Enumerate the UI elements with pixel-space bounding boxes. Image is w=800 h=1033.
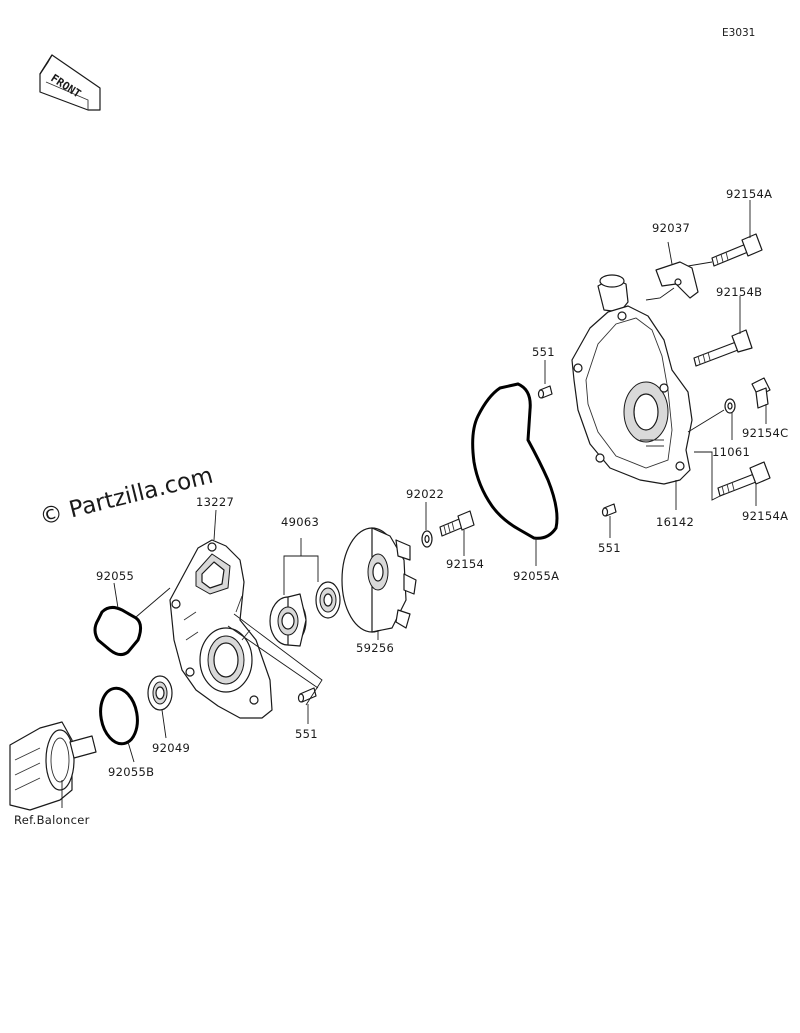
- label-551-lower: 551: [295, 727, 318, 741]
- label-92055: 92055: [96, 569, 134, 583]
- bolt-92154C: [751, 377, 771, 409]
- label-92154B: 92154B: [716, 285, 762, 299]
- label-92154C: 92154C: [742, 426, 788, 440]
- label-92049: 92049: [152, 741, 190, 755]
- label-49063: 49063: [281, 515, 319, 529]
- impeller-59256: [341, 527, 417, 633]
- label-13227: 13227: [196, 495, 234, 509]
- washer-11061: [724, 398, 736, 414]
- label-92154A-bottom: 92154A: [742, 509, 788, 523]
- label-59256: 59256: [356, 641, 394, 655]
- dowel-pin-551-right: [601, 503, 617, 517]
- label-11061: 11061: [712, 445, 750, 459]
- bolt-92154B: [693, 329, 753, 367]
- bolt-92154: [439, 510, 475, 537]
- label-92022: 92022: [406, 487, 444, 501]
- clamp-92037: [655, 261, 699, 299]
- label-92037: 92037: [652, 221, 690, 235]
- dowel-pin-551-lower: [297, 687, 317, 703]
- front-arrow-icon: FRONT: [39, 54, 101, 111]
- label-92055B: 92055B: [108, 765, 154, 779]
- washer-92022: [421, 530, 433, 548]
- reference-label: Ref.Baloncer: [14, 813, 90, 827]
- mechanical-seal-49063: [269, 581, 341, 647]
- bolt-92154A-bottom: [717, 461, 771, 497]
- o-ring-92055: [93, 605, 143, 657]
- label-551-upper: 551: [532, 345, 555, 359]
- label-92154: 92154: [446, 557, 484, 571]
- pump-cover-16142: [571, 274, 693, 485]
- gasket-92055A: [471, 382, 559, 540]
- label-16142: 16142: [656, 515, 694, 529]
- oil-seal-92049: [147, 675, 173, 711]
- label-92055A: 92055A: [513, 569, 559, 583]
- pump-housing-13227: [169, 539, 273, 719]
- bolt-92154A-top: [711, 233, 763, 267]
- label-92154A-top: 92154A: [726, 187, 772, 201]
- partzilla-watermark: © Partzilla.com: [37, 463, 216, 531]
- dowel-pin-551-upper: [537, 385, 553, 399]
- o-ring-92055B: [99, 686, 139, 746]
- balancer-shaft: [9, 721, 97, 811]
- diagram-code: E3031: [722, 27, 755, 39]
- label-551-right: 551: [598, 541, 621, 555]
